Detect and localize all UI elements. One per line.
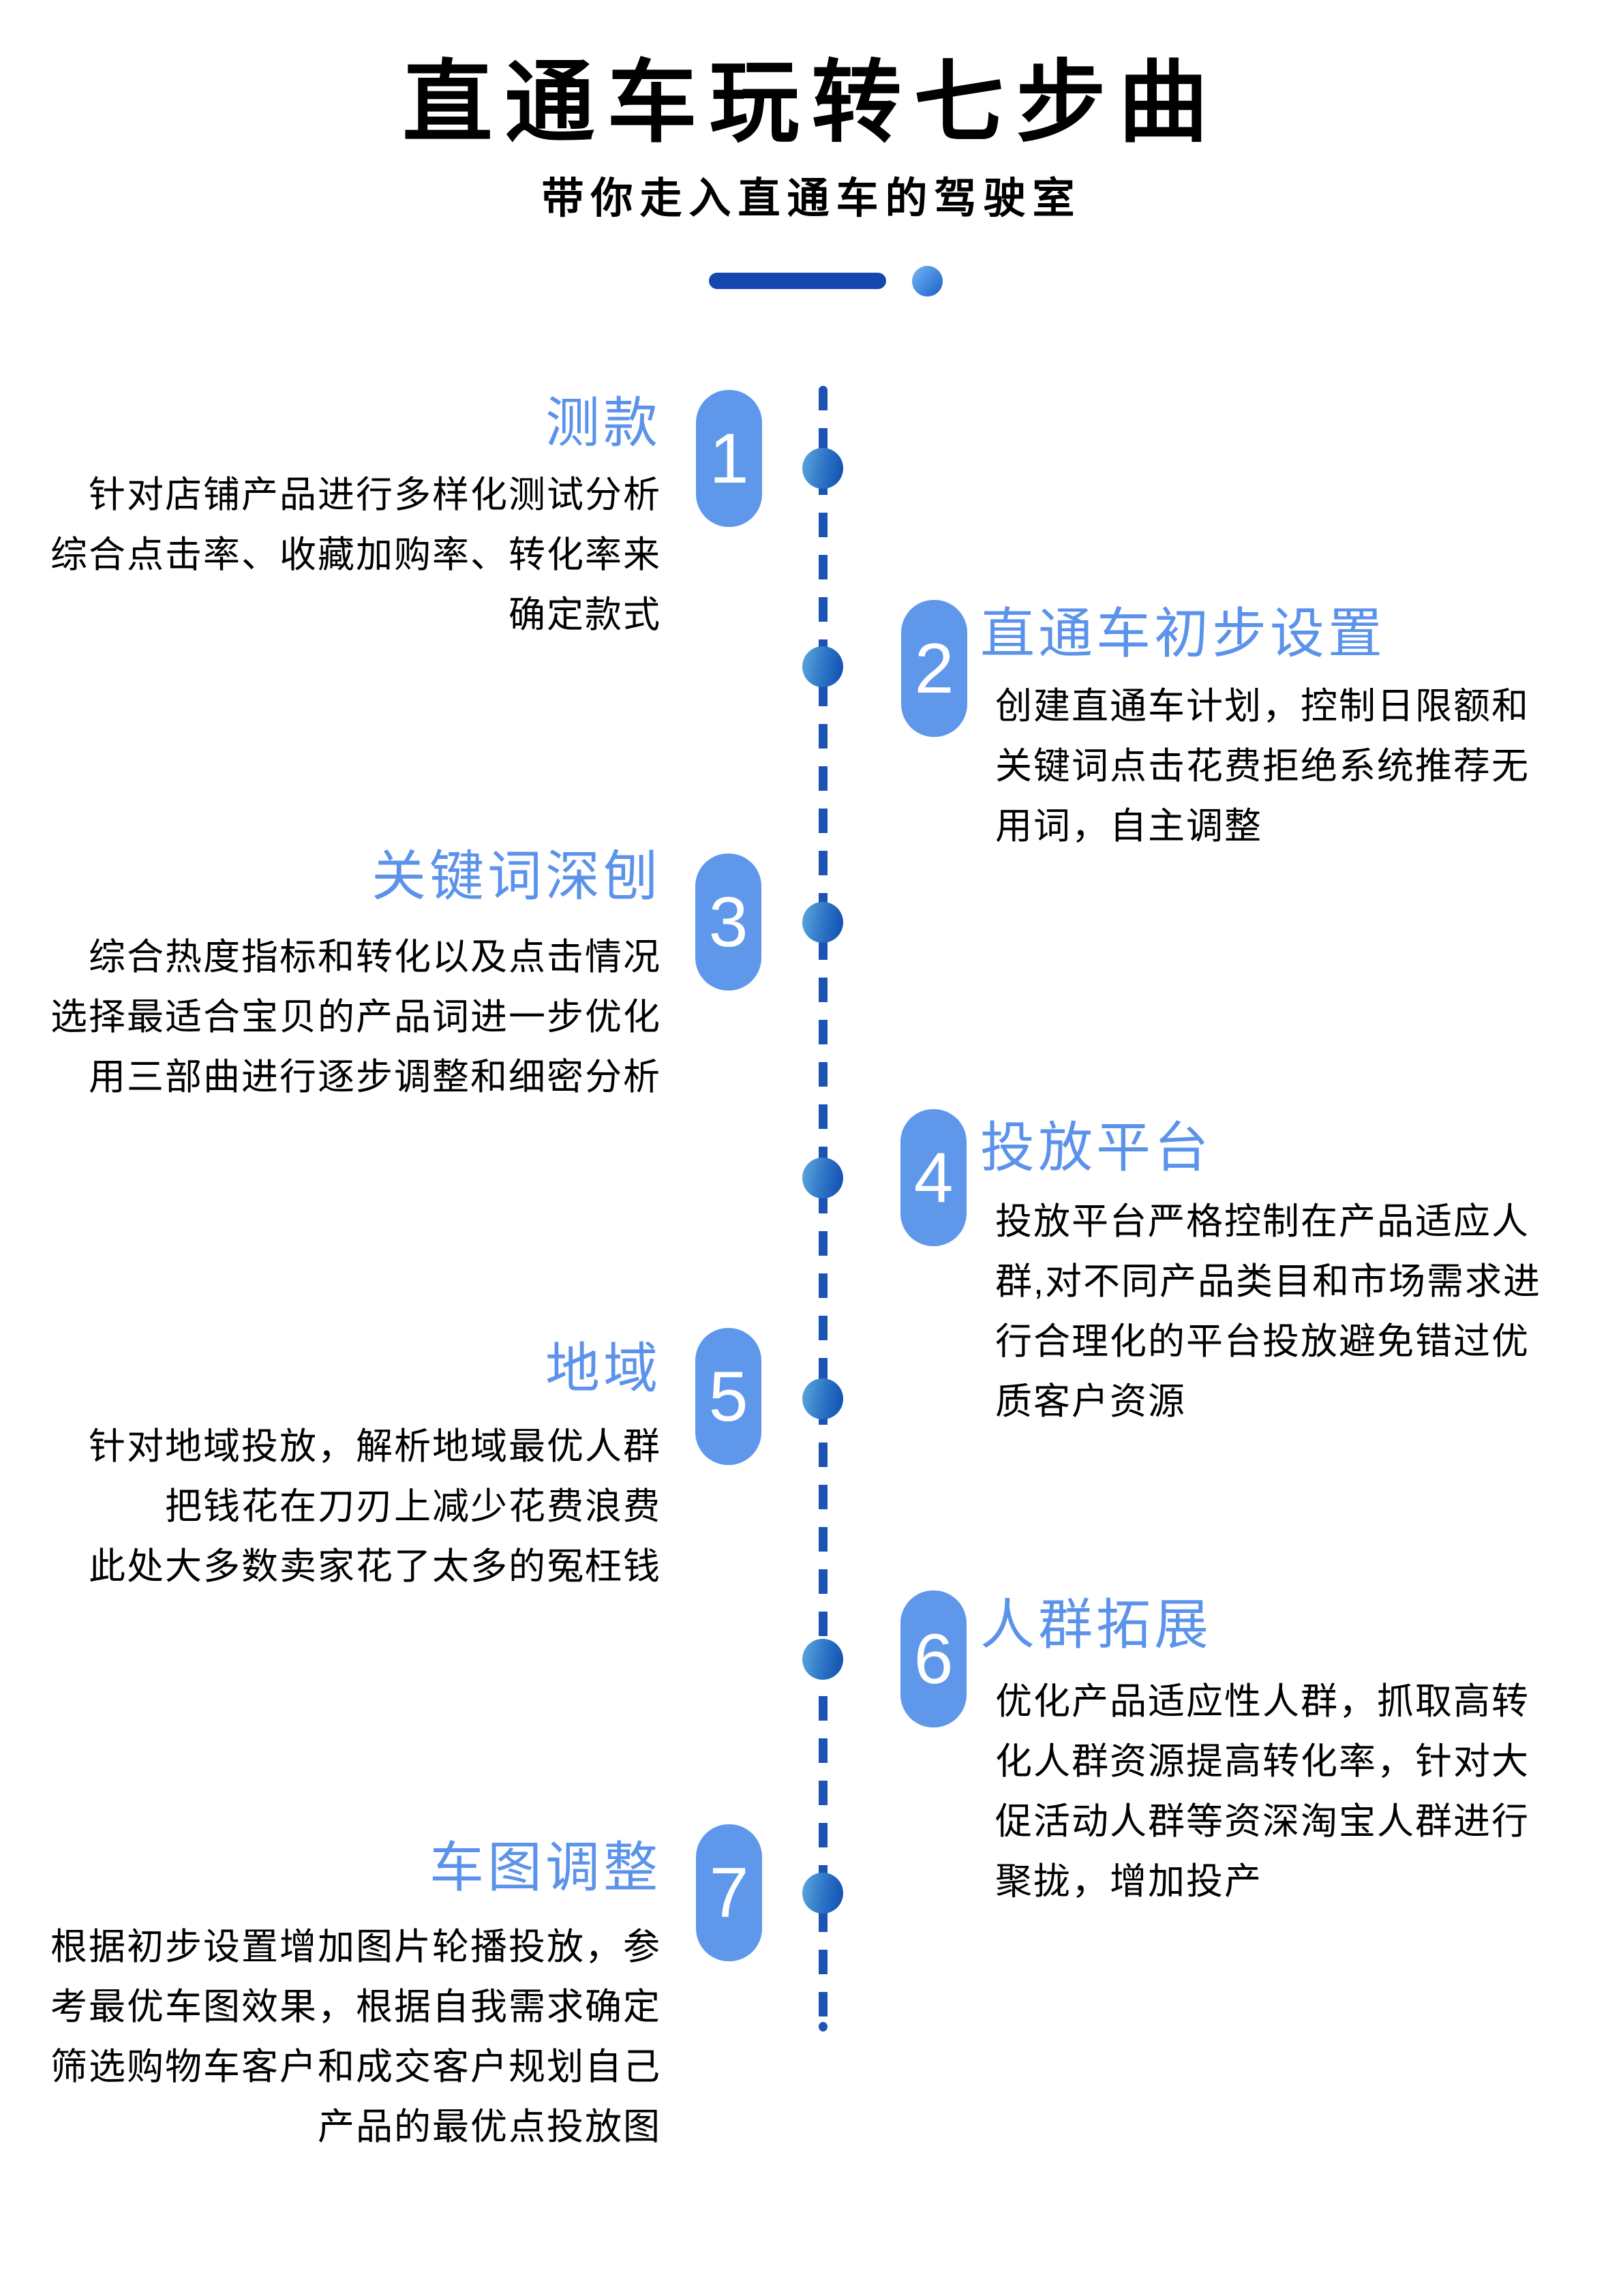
step-7-line-2: 考最优车图效果，根据自我需求确定 <box>50 1987 661 2027</box>
step-2-line-3: 用词，自主调整 <box>995 806 1262 847</box>
step-1-number-badge: 1 <box>696 390 762 527</box>
step-1-line-3: 确定款式 <box>509 594 661 635</box>
step-4-heading: 投放平台 <box>980 1117 1212 1178</box>
step-1-line-2: 综合点击率、收藏加购率、转化率来 <box>50 534 661 575</box>
step-3-number: 3 <box>708 882 748 962</box>
step-4-line-3: 行合理化的平台投放避免错过优 <box>995 1321 1530 1362</box>
step-5-line-2: 把钱花在刀刃上减少花费浪费 <box>165 1486 661 1527</box>
step-6-heading: 人群拓展 <box>980 1595 1212 1655</box>
step-7-line-4: 产品的最优点投放图 <box>318 2106 661 2147</box>
step-7-number: 7 <box>709 1853 749 1933</box>
step-3-number-badge: 3 <box>695 854 761 991</box>
timeline-dot-4 <box>802 1158 843 1198</box>
step-6-line-1: 优化产品适应性人群，抓取高转 <box>995 1681 1530 1722</box>
step-5-heading: 地域 <box>545 1338 661 1399</box>
step-2-line-2: 关键词点击花费拒绝系统推荐无 <box>995 746 1530 787</box>
timeline-dot-6 <box>802 1639 843 1680</box>
step-7-number-badge: 7 <box>696 1824 762 1961</box>
step-6-number: 6 <box>913 1619 954 1699</box>
step-6-number-badge: 6 <box>900 1590 967 1727</box>
step-5-line-1: 针对地域投放，解析地域最优人群 <box>89 1426 661 1467</box>
step-5-body: 针对地域投放，解析地域最优人群 把钱花在刀刃上减少花费浪费 此处大多数卖家花了太… <box>14 1417 661 1597</box>
step-1-line-1: 针对店铺产品进行多样化测试分析 <box>89 474 661 515</box>
step-2-number-badge: 2 <box>901 600 967 737</box>
page-subtitle: 带你走入直通车的驾驶室 <box>541 175 1082 222</box>
timeline-dot-3 <box>802 902 843 943</box>
timeline-dot-1 <box>802 448 843 489</box>
timeline-dot-2 <box>802 646 843 687</box>
step-6-line-2: 化人群资源提高转化率，针对大 <box>995 1741 1530 1782</box>
step-2-line-1: 创建直通车计划，控制日限额和 <box>995 686 1530 727</box>
step-4-line-2: 群,对不同产品类目和市场需求进 <box>995 1261 1542 1302</box>
step-3-body: 综合热度指标和转化以及点击情况 选择最适合宝贝的产品词进一步优化 用三部曲进行逐… <box>14 927 661 1107</box>
step-2-number: 2 <box>914 629 954 708</box>
step-7-line-1: 根据初步设置增加图片轮播投放，参 <box>50 1927 661 1967</box>
step-5-number: 5 <box>708 1357 748 1436</box>
step-4-body: 投放平台严格控制在产品适应人 群,对不同产品类目和市场需求进 行合理化的平台投放… <box>995 1192 1623 1432</box>
step-6-line-3: 促活动人群等资深淘宝人群进行 <box>995 1801 1530 1842</box>
step-4-line-4: 质客户资源 <box>995 1381 1186 1422</box>
step-4-line-1: 投放平台严格控制在产品适应人 <box>995 1201 1530 1242</box>
title-divider-bar <box>709 273 886 289</box>
step-7-line-3: 筛选购物车客户和成交客户规划自己 <box>50 2046 661 2087</box>
step-6-line-4: 聚拢，增加投产 <box>995 1861 1262 1902</box>
step-1-body: 针对店铺产品进行多样化测试分析 综合点击率、收藏加购率、转化率来 确定款式 <box>14 465 661 645</box>
step-3-line-1: 综合热度指标和转化以及点击情况 <box>89 937 661 978</box>
step-3-heading: 关键词深刨 <box>371 846 661 907</box>
step-3-line-3: 用三部曲进行逐步调整和细密分析 <box>89 1057 661 1098</box>
step-6-body: 优化产品适应性人群，抓取高转 化人群资源提高转化率，针对大 促活动人群等资深淘宝… <box>995 1672 1623 1912</box>
step-5-number-badge: 5 <box>695 1328 761 1465</box>
title-divider-dot <box>912 266 943 297</box>
timeline-end-dot <box>819 2022 828 2031</box>
timeline-dashed-line <box>819 386 828 2030</box>
step-5-line-3: 此处大多数卖家花了太多的冤枉钱 <box>89 1546 661 1587</box>
step-4-number-badge: 4 <box>900 1109 967 1246</box>
step-1-heading: 测款 <box>545 393 661 453</box>
step-7-heading: 车图调整 <box>429 1837 661 1898</box>
step-4-number: 4 <box>913 1138 954 1218</box>
page-title: 直通车玩转七步曲 <box>402 52 1221 153</box>
step-7-body: 根据初步设置增加图片轮播投放，参 考最优车图效果，根据自我需求确定 筛选购物车客… <box>14 1917 661 2157</box>
timeline-dot-5 <box>802 1378 843 1419</box>
step-2-heading: 直通车初步设置 <box>980 603 1386 664</box>
step-2-body: 创建直通车计划，控制日限额和 关键词点击花费拒绝系统推荐无 用词，自主调整 <box>995 676 1623 856</box>
step-3-line-2: 选择最适合宝贝的产品词进一步优化 <box>50 997 661 1038</box>
step-1-number: 1 <box>709 419 749 498</box>
timeline-dot-7 <box>802 1873 843 1914</box>
